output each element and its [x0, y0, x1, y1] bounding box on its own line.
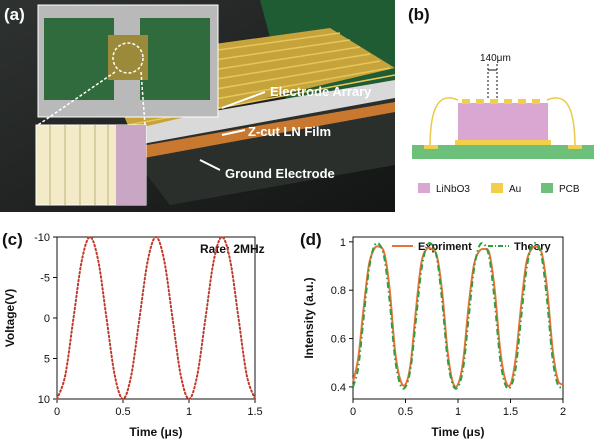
panel-a: Electrode Arrary Z-cut LN Film Ground El…	[0, 0, 396, 212]
chart-d-series	[352, 241, 564, 390]
legend-swatch-pcb	[541, 183, 553, 193]
chart-d-xtick-label: 1.5	[503, 406, 518, 418]
chart-c-xtick-label: 0	[54, 406, 60, 418]
chart-d-series-1	[352, 241, 564, 390]
chart-d-xtick-label: 0.5	[398, 406, 413, 418]
top-electrodes	[462, 99, 540, 104]
legend-swatch-linbo3	[418, 183, 430, 193]
callout-electrode-array: Electrode Arrary	[270, 84, 372, 99]
legend-label-pcb: PCB	[559, 184, 580, 195]
chart-d-xtick-label: 2	[560, 406, 566, 418]
chart-c-xtick-label: 1	[186, 406, 192, 418]
chart-c-xtick-label: 1.5	[247, 406, 262, 418]
pcb-base	[412, 145, 594, 159]
panel-b-legend: LiNbO3 Au PCB	[418, 183, 580, 195]
chart-c-frame	[56, 236, 256, 400]
panel-label-b: (b)	[408, 5, 430, 24]
chart-d-ticks: 0 0.5 1 1.5 2 0.4 0.6 0.8 1	[331, 237, 566, 418]
linbo3-block	[458, 103, 548, 140]
pcb-pad-right	[568, 145, 582, 149]
callout-ground-electrode: Ground Electrode	[225, 166, 335, 181]
chart-d-xtick-label: 0	[350, 406, 356, 418]
callout-line-ground	[199, 159, 221, 171]
ground-electrode-layer	[118, 102, 395, 162]
dimension-label: 140μm	[480, 53, 511, 64]
chart-c-ytick-label: -10	[34, 232, 50, 244]
panel-label-a: (a)	[4, 5, 25, 24]
callout-ln-film: Z-cut LN Film	[248, 124, 331, 139]
chart-c-xtick-label: 0.5	[115, 406, 130, 418]
ground-gold-layer	[455, 140, 551, 145]
chart-d-ylabel: Intensity (a.u.)	[302, 277, 316, 358]
panel-b: (b) 140μm LiNbO3 Au	[408, 5, 594, 195]
panel-label-c: (c)	[2, 230, 23, 249]
bond-wire-right	[546, 97, 576, 149]
chart-d-series-0	[352, 245, 564, 388]
inset-magnified	[35, 71, 147, 206]
panel-c: (c) Rate: 2MHz Time (μs) Voltage(V) 0 0.5…	[2, 230, 265, 439]
chart-d-ytick-label: 0.4	[331, 382, 346, 394]
legend-label-linbo3: LiNbO3	[436, 184, 470, 195]
chart-d-xtick-label: 1	[455, 406, 461, 418]
chart-c-ytick-label: 5	[44, 354, 50, 366]
chart-c-ytick-label: -5	[40, 273, 50, 285]
chart-c-series-0	[56, 235, 256, 401]
chart-d-ytick-label: 0.6	[331, 334, 346, 346]
chart-c-ticks: 0 0.5 1 1.5 -10 -5 0 5 10	[34, 232, 263, 418]
callout-line-film	[221, 129, 246, 136]
ln-film-layer	[115, 80, 395, 148]
chart-d-xlabel: Time (μs)	[431, 425, 484, 439]
chart-c-xlabel: Time (μs)	[129, 425, 182, 439]
panel-d: (d) Expriment Theory Time (μs) Intensity…	[300, 230, 566, 439]
chart-d-ytick-label: 0.8	[331, 285, 346, 297]
chart-c-annotation: Rate: 2MHz	[200, 242, 265, 256]
chart-c-ytick-label: 10	[38, 394, 50, 406]
bond-wire-left	[429, 97, 459, 149]
chart-c-ylabel: Voltage(V)	[3, 289, 17, 347]
chart-d-ytick-label: 1	[340, 237, 346, 249]
inset-pcb-photo	[37, 4, 219, 118]
chart-c-ytick-label: 0	[44, 313, 50, 325]
chart-d-frame	[352, 236, 564, 400]
legend-swatch-au	[491, 183, 503, 193]
pcb-pad-left	[424, 145, 438, 149]
legend-label-au: Au	[509, 184, 521, 195]
panel-label-d: (d)	[300, 230, 322, 249]
chart-d-legend: Expriment Theory	[392, 241, 552, 253]
callout-line-electrode	[221, 91, 266, 109]
chart-c-series	[56, 235, 256, 401]
